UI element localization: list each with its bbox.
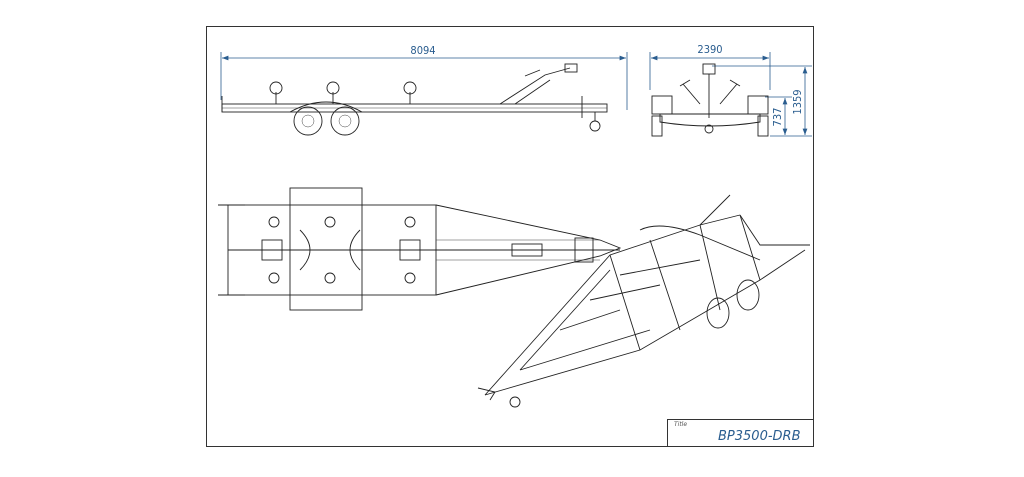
isometric-view [477, 194, 810, 408]
drawing-title: BP3500-DRB [718, 429, 801, 444]
drawing-sheet [206, 26, 814, 447]
height-dimension: 1359 [791, 89, 804, 114]
wheel-icon [706, 297, 730, 329]
wheel-icon [330, 106, 360, 136]
side-view: 8094 [220, 44, 628, 136]
title-label: Title [674, 421, 688, 428]
top-view [218, 187, 622, 311]
front-view: 2390 1359 737 [649, 43, 812, 137]
wheel-icon [293, 106, 323, 136]
wheel-icon [736, 279, 760, 311]
width-dimension: 2390 [697, 43, 722, 56]
title-block: Title BP3500-DRB [667, 419, 814, 447]
bed-height-dimension: 737 [771, 108, 784, 127]
length-dimension: 8094 [410, 44, 435, 57]
